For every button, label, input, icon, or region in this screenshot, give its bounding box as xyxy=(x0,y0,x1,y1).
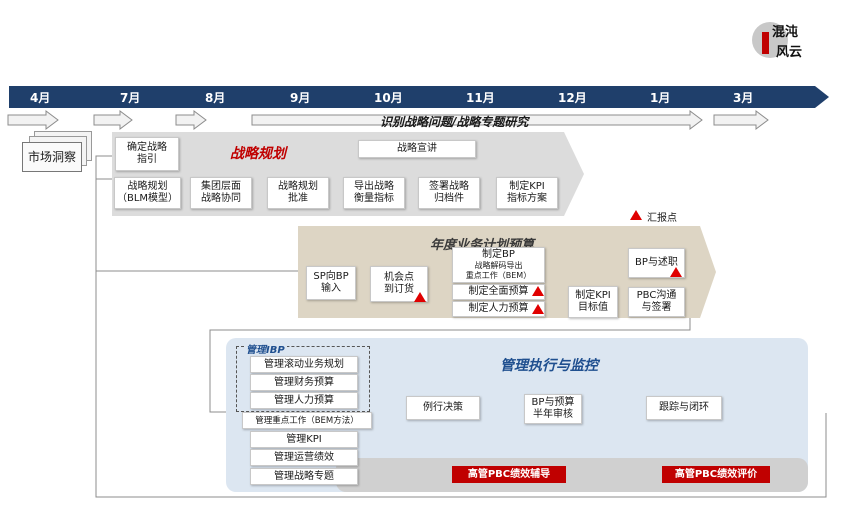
exec-item: 管理运营绩效 xyxy=(250,449,358,466)
month-label: 4月 xyxy=(30,91,51,105)
strategy-step: 签署战略 归档件 xyxy=(418,177,480,209)
half-year-review-box: BP与预算 半年审核 xyxy=(524,394,582,424)
make-bp-box: 制定BP 战略解码导出 重点工作（BEM） xyxy=(452,247,545,283)
timeline-bar xyxy=(9,86,829,108)
make-bp-label: 制定BP xyxy=(482,249,515,260)
strategy-announce-box: 战略宣讲 xyxy=(358,140,476,158)
report-point-icon xyxy=(532,304,544,314)
exec-item: 管理滚动业务规划 xyxy=(250,356,358,373)
kpi-target-box: 制定KPI 目标值 xyxy=(568,286,618,318)
report-point-icon xyxy=(630,210,642,220)
market-insight: 市场洞察 xyxy=(22,142,82,172)
month-label: 1月 xyxy=(650,91,671,105)
month-label: 12月 xyxy=(558,91,587,105)
ibp-dashed-group xyxy=(236,346,370,412)
month-label: 8月 xyxy=(205,91,226,105)
research-banner: 识别战略问题/战略专题研究 xyxy=(380,115,529,129)
strategy-step: 战略规划 批准 xyxy=(267,177,329,209)
confirm-guidance-box: 确定战略 指引 xyxy=(115,137,179,171)
hr-budget-box: 制定人力预算 xyxy=(452,301,545,317)
report-point-icon xyxy=(414,292,426,302)
phase-arrows xyxy=(7,110,769,130)
svg-text:风云: 风云 xyxy=(776,45,802,60)
sp-bp-input-box: SP向BP 输入 xyxy=(306,266,356,300)
month-label: 11月 xyxy=(466,91,495,105)
report-point-icon xyxy=(532,286,544,296)
exec-item: 管理KPI xyxy=(250,431,358,448)
opportunity-box: 机会点 到订货 xyxy=(370,266,428,302)
track-close-box: 跟踪与闭环 xyxy=(646,396,722,420)
routine-decision-box: 例行决策 xyxy=(406,396,480,420)
exec-item: 管理人力预算 xyxy=(250,392,358,409)
exec-title: 管理执行与监控 xyxy=(500,358,598,374)
month-label: 3月 xyxy=(733,91,754,105)
pbc-box: PBC沟通 与签署 xyxy=(628,287,685,317)
exec-item: 管理财务预算 xyxy=(250,374,358,391)
svg-text:混沌: 混沌 xyxy=(772,24,798,40)
pbc-coaching-box: 高管PBC绩效辅导 xyxy=(452,466,566,483)
month-label: 10月 xyxy=(374,91,403,105)
strategy-title: 战略规划 xyxy=(230,146,286,162)
strategy-step: 制定KPI 指标方案 xyxy=(496,177,558,209)
decode-label: 战略解码导出 重点工作（BEM） xyxy=(465,261,532,280)
strategy-step: 战略规划 （BLM模型） xyxy=(114,177,181,209)
month-label: 9月 xyxy=(290,91,311,105)
report-point-icon xyxy=(670,267,682,277)
ibp-title: 管理IBP xyxy=(244,341,287,356)
logo: 混沌 风云 xyxy=(748,14,804,64)
pbc-evaluation-box: 高管PBC绩效评价 xyxy=(662,466,770,483)
full-budget-box: 制定全面预算 xyxy=(452,284,545,300)
strategy-step: 集团层面 战略协同 xyxy=(190,177,252,209)
legend-report-label: 汇报点 xyxy=(647,213,677,224)
exec-item: 管理战略专题 xyxy=(250,468,358,485)
logo-seal-icon: 混沌 风云 xyxy=(752,22,802,60)
exec-item: 管理重点工作（BEM方法） xyxy=(242,412,372,429)
month-label: 7月 xyxy=(120,91,141,105)
strategy-step: 导出战略 衡量指标 xyxy=(343,177,405,209)
